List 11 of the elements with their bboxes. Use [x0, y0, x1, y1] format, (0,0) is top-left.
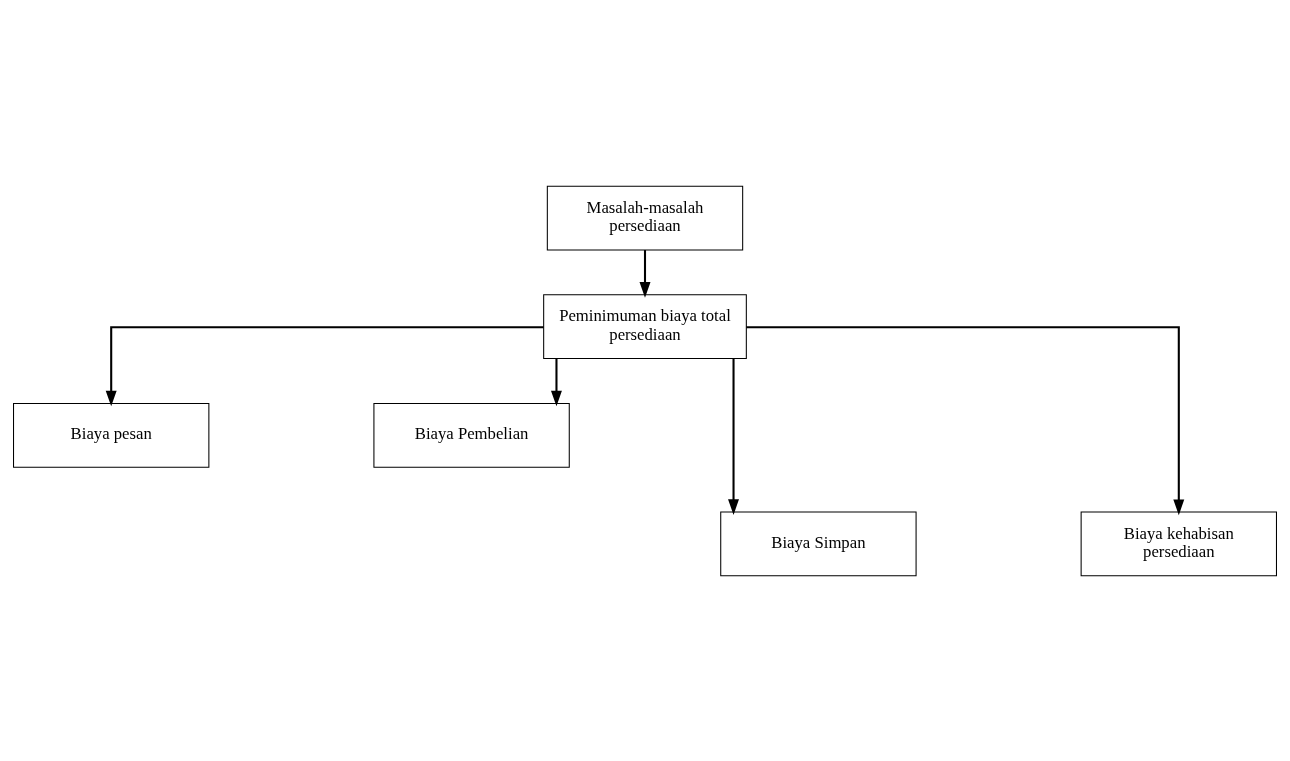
- node-box: Peminimuman biaya total persediaan: [543, 293, 747, 359]
- node-box: Masalah-masalah persediaan: [546, 185, 744, 250]
- arrow: [746, 325, 1185, 515]
- node-box: Biaya Simpan: [720, 511, 917, 576]
- arrow: [105, 325, 544, 406]
- node-box: Biaya kehabisan persediaan: [1080, 511, 1277, 576]
- arrow: [550, 358, 562, 406]
- node-box: Biaya pesan: [13, 402, 210, 468]
- arrow: [728, 358, 740, 515]
- node-box: Biaya Pembelian: [373, 402, 570, 468]
- arrow: [639, 249, 651, 298]
